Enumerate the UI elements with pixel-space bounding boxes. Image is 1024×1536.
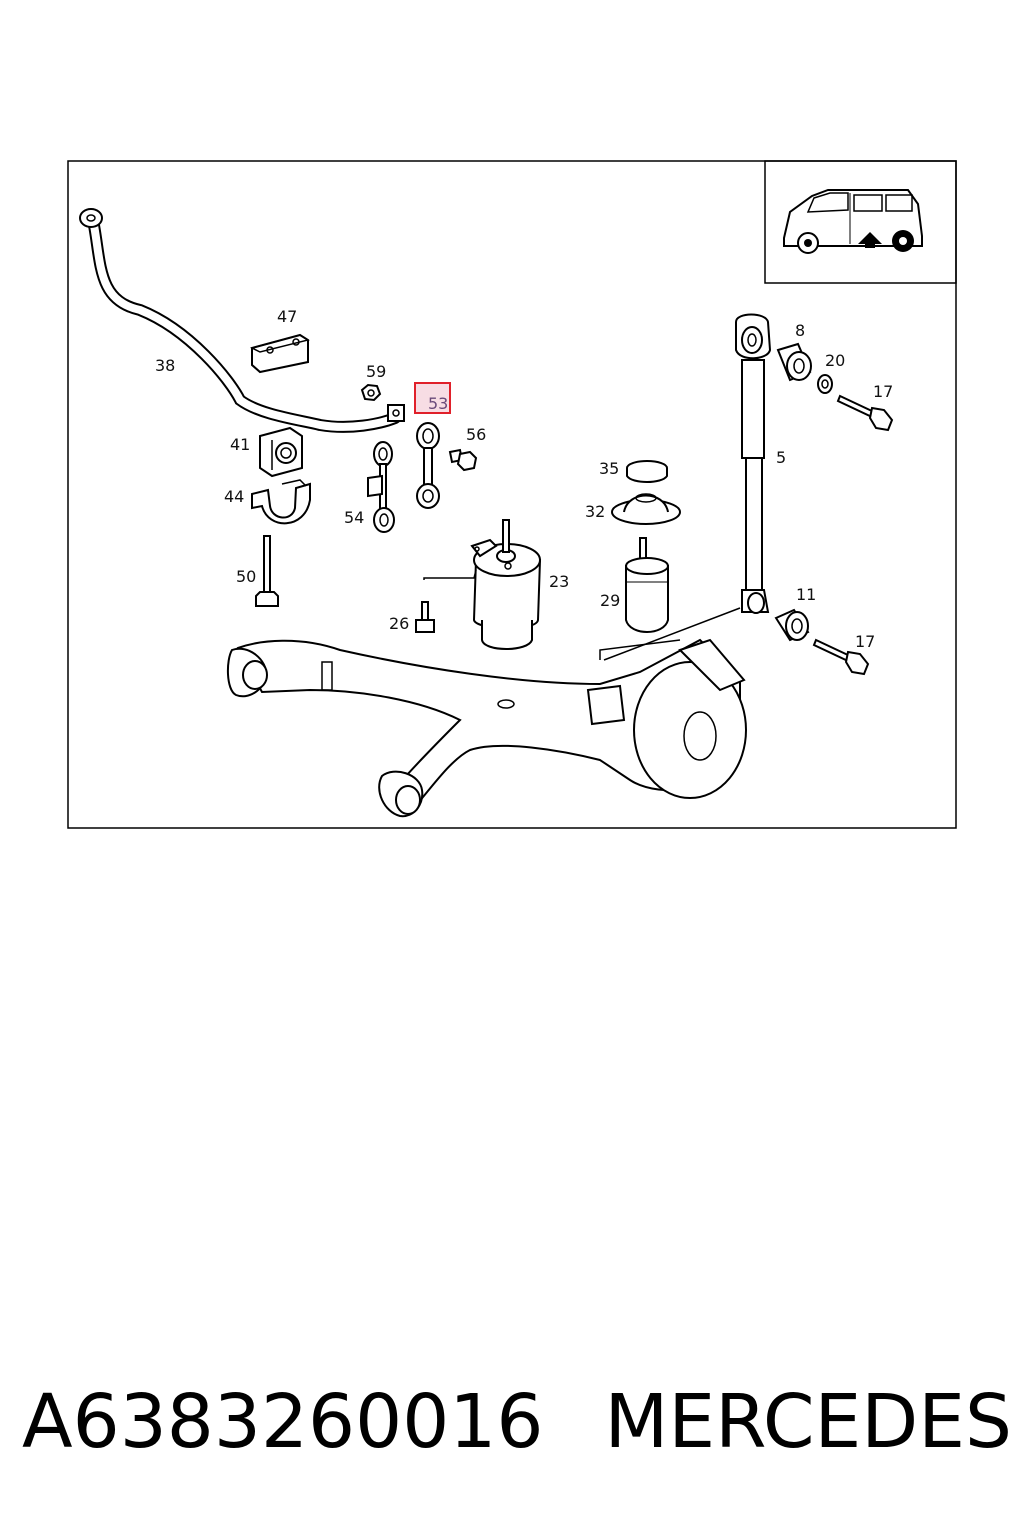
callout-23: 23 [549, 572, 569, 591]
mount-cap [611, 493, 681, 525]
brand-name: MERCEDES [604, 1379, 1012, 1465]
callout-26: 26 [389, 614, 409, 633]
stabilizer-link-bracket [367, 441, 395, 533]
callout-20: 20 [825, 351, 845, 370]
callout-35: 35 [599, 459, 619, 478]
callout-8: 8 [795, 321, 805, 340]
stabilizer-link [416, 422, 440, 509]
screw [415, 601, 435, 633]
parts-diagram: 38 47 59 53 41 56 44 54 50 26 23 35 32 2… [67, 160, 957, 829]
upper-shock-bushing [776, 342, 812, 382]
lower-shock-bushing [774, 608, 810, 642]
callout-59: 59 [366, 362, 386, 381]
van-icon [783, 189, 923, 254]
nut [360, 383, 382, 402]
caption: A6383260016 MERCEDES [22, 1372, 1012, 1472]
callout-38: 38 [155, 356, 175, 375]
bushing-clamp [251, 479, 311, 525]
air-spring [423, 519, 542, 650]
callout-44: 44 [224, 487, 244, 506]
upper-bolt [836, 394, 894, 432]
callout-5: 5 [776, 448, 786, 467]
washer [817, 374, 833, 394]
short-bolt [448, 448, 478, 472]
highlight-box [414, 382, 451, 414]
callout-17-upper: 17 [873, 382, 893, 401]
stabilizer-bar [79, 208, 405, 433]
callout-54: 54 [344, 508, 364, 527]
trailing-arm [226, 607, 747, 818]
lower-bolt [812, 638, 870, 676]
callout-53: 53 [428, 394, 448, 413]
callout-47: 47 [277, 307, 297, 326]
callout-56: 56 [466, 425, 486, 444]
callout-41: 41 [230, 435, 250, 454]
shock-absorber [735, 313, 772, 614]
bracket-block [249, 333, 310, 374]
long-bolt [255, 535, 279, 607]
diagram-frame [67, 160, 957, 829]
rubber-pad [626, 460, 668, 483]
callout-32: 32 [585, 502, 605, 521]
vehicle-inset [764, 160, 957, 284]
callout-labels: 38 47 59 53 41 56 44 54 50 26 23 35 32 2… [155, 307, 893, 651]
part-number: A6383260016 [22, 1379, 544, 1465]
callout-29: 29 [600, 591, 620, 610]
stabilizer-bushing [259, 426, 303, 478]
callout-17-lower: 17 [855, 632, 875, 651]
callout-50: 50 [236, 567, 256, 586]
bump-stop [625, 537, 669, 633]
callout-11: 11 [796, 585, 816, 604]
